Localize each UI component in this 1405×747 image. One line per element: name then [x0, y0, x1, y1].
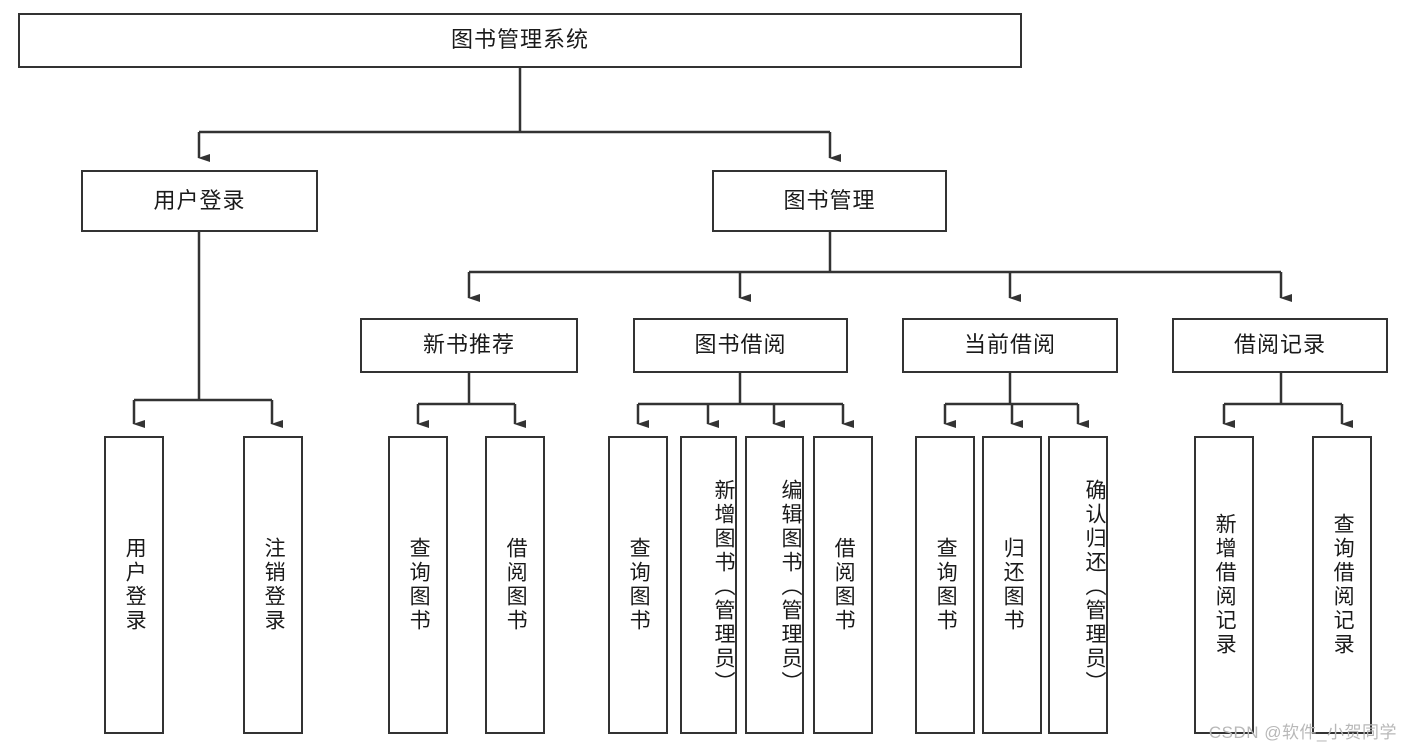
leaf-current-confirm-return-admin[interactable]: 确认归还（管理员）: [1048, 436, 1108, 734]
leaf-user-login-logout[interactable]: 注销登录: [243, 436, 303, 734]
node-user-login[interactable]: 用户登录: [81, 170, 318, 232]
leaf-borrow-add-book-admin[interactable]: 新增图书（管理员）: [680, 436, 737, 734]
csdn-watermark: CSDN @软件_小贺同学: [1208, 723, 1397, 742]
leaf-new-book-query[interactable]: 查询图书: [388, 436, 448, 734]
node-book-borrow[interactable]: 图书借阅: [633, 318, 848, 373]
leaf-record-query-record[interactable]: 查询借阅记录: [1312, 436, 1372, 734]
node-book-management[interactable]: 图书管理: [712, 170, 947, 232]
node-new-book-recommend[interactable]: 新书推荐: [360, 318, 578, 373]
leaf-borrow-borrow-book[interactable]: 借阅图书: [813, 436, 873, 734]
leaf-current-query-book[interactable]: 查询图书: [915, 436, 975, 734]
leaf-record-add-record[interactable]: 新增借阅记录: [1194, 436, 1254, 734]
node-root-system[interactable]: 图书管理系统: [18, 13, 1022, 68]
node-borrow-record[interactable]: 借阅记录: [1172, 318, 1388, 373]
leaf-borrow-edit-book-admin[interactable]: 编辑图书（管理员）: [745, 436, 804, 734]
node-current-borrow[interactable]: 当前借阅: [902, 318, 1118, 373]
leaf-new-book-borrow[interactable]: 借阅图书: [485, 436, 545, 734]
leaf-current-return-book[interactable]: 归还图书: [982, 436, 1042, 734]
leaf-borrow-query-book[interactable]: 查询图书: [608, 436, 668, 734]
leaf-user-login-login[interactable]: 用户登录: [104, 436, 164, 734]
